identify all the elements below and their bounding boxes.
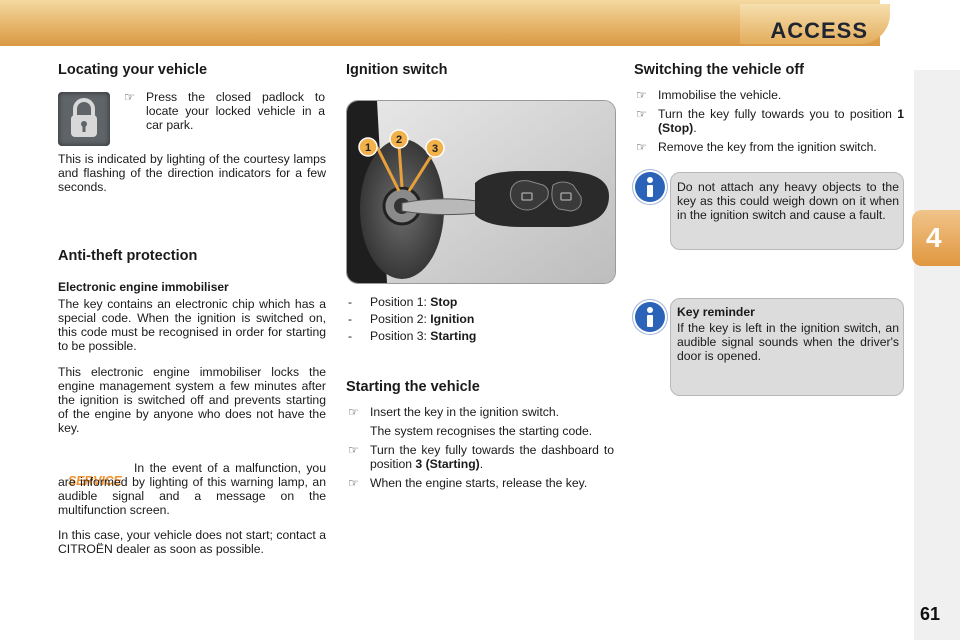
pointing-hand-icon: ☞	[636, 107, 647, 121]
immobiliser-para-2: This electronic engine immobiliser locks…	[58, 365, 326, 435]
callout-3: 3	[425, 138, 445, 158]
list-item: -Position 1: Stop	[348, 295, 458, 309]
list-item: ☞Turn the key fully towards the dashboar…	[348, 443, 614, 471]
svg-text:3: 3	[432, 143, 438, 155]
ignition-heading: Ignition switch	[346, 62, 448, 78]
switching-off-heading: Switching the vehicle off	[634, 62, 804, 78]
list-item: ☞Insert the key in the ignition switch. …	[346, 405, 614, 438]
pointing-hand-icon: ☞	[348, 443, 359, 457]
info-box-key-reminder: Key reminder If the key is left in the i…	[670, 298, 904, 396]
list-item: ☞Immobilise the vehicle.	[636, 88, 782, 102]
switching-off-list: ☞Immobilise the vehicle. ☞Turn the key f…	[634, 88, 904, 159]
info-box-text: If the key is left in the ignition switc…	[677, 321, 899, 363]
chapter-number: 4	[926, 222, 942, 253]
locating-list: ☞Press the closed padlock to locate your…	[122, 90, 325, 137]
pointing-hand-icon: ☞	[124, 90, 135, 104]
anti-theft-heading: Anti-theft protection	[58, 248, 198, 264]
callout-1: 1	[358, 137, 378, 157]
header-notch	[880, 0, 960, 46]
dealer-para: In this case, your vehicle does not star…	[58, 528, 326, 556]
page-number: 61	[920, 604, 941, 624]
list-item: ☞Remove the key from the ignition switch…	[636, 140, 877, 154]
locating-para: This is indicated by lighting of the cou…	[58, 152, 326, 194]
svg-text:1: 1	[365, 142, 371, 154]
pointing-hand-icon: ☞	[348, 476, 359, 490]
malfunction-para: In the event of a malfunction, you are i…	[58, 461, 326, 517]
list-item: ☞When the engine starts, release the key…	[348, 476, 588, 490]
page-title: ACCESS	[770, 18, 868, 43]
starting-note: The system recognises the starting code.	[370, 424, 593, 438]
chapter-tab[interactable]: 4	[912, 210, 960, 266]
padlock-icon	[58, 92, 110, 146]
list-item: ☞Turn the key fully towards you to posit…	[636, 107, 904, 135]
starting-list: ☞Insert the key in the ignition switch. …	[346, 405, 614, 495]
pointing-hand-icon: ☞	[636, 88, 647, 102]
callout-2: 2	[389, 129, 409, 149]
immobiliser-subheading: Electronic engine immobiliser	[58, 280, 229, 294]
svg-text:2: 2	[396, 134, 402, 146]
service-warning-icon: SERVICE	[68, 474, 122, 488]
pointing-hand-icon: ☞	[348, 405, 359, 419]
starting-heading: Starting the vehicle	[346, 379, 480, 395]
info-box-title: Key reminder	[677, 305, 755, 319]
list-item: -Position 2: Ignition	[348, 312, 475, 326]
pointing-hand-icon: ☞	[636, 140, 647, 154]
immobiliser-para-1: The key contains an electronic chip whic…	[58, 297, 326, 353]
header-title-tab: ACCESS	[740, 4, 890, 44]
ignition-key-image: 1 2 3	[346, 100, 616, 284]
info-box-text: Do not attach any heavy objects to the k…	[677, 180, 899, 222]
positions-list: -Position 1: Stop -Position 2: Ignition …	[346, 295, 614, 346]
list-item: -Position 3: Starting	[348, 329, 477, 343]
info-box-heavy-objects: Do not attach any heavy objects to the k…	[670, 172, 904, 250]
list-item: ☞Press the closed padlock to locate your…	[124, 90, 325, 132]
locating-heading: Locating your vehicle	[58, 62, 208, 78]
info-icon	[635, 302, 665, 332]
right-rail	[914, 70, 960, 640]
info-icon	[635, 172, 665, 202]
